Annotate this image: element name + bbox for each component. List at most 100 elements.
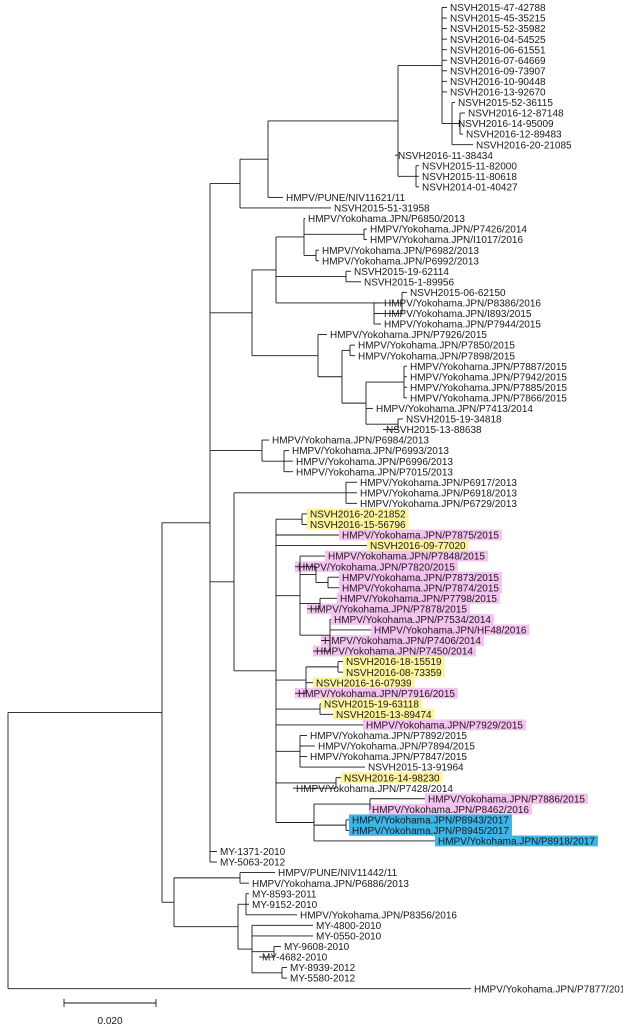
taxon-label: HMPV/Yokohama.JPN/P7898/2015	[358, 351, 515, 362]
taxon-label: HMPV/Yokohama.JPN/P7406/2014	[324, 636, 481, 647]
taxon-label: NSVH2015-1-89956	[364, 277, 454, 288]
taxon-label: HMPV/Yokohama.JPN/I893/2015	[384, 309, 532, 320]
taxon-highlight-pink	[339, 529, 502, 541]
taxon-label: MY-5580-2012	[290, 974, 356, 985]
taxon-label: HMPV/Yokohama.JPN/P8462/2016	[372, 805, 529, 816]
taxon-label: NSVH2016-15-56796	[310, 520, 406, 531]
taxon-label: NSVH2016-12-87148	[468, 109, 564, 120]
taxon-highlight-pink	[295, 687, 458, 699]
taxon-label: NSVH2015-19-34818	[406, 415, 502, 426]
taxon-label: HMPV/Yokohama.JPN/P8945/2017	[352, 826, 509, 837]
taxon-label: NSVH2016-09-73907	[450, 66, 546, 77]
taxon-label: MY-0550-2010	[316, 932, 382, 943]
taxon-label: NSVH2016-11-38434	[398, 151, 493, 162]
taxon-label: HMPV/Yokohama.JPN/P7878/2015	[310, 604, 467, 615]
scale-bar: 0.020	[63, 999, 157, 1027]
taxon-label: NSVH2016-10-90448	[450, 77, 546, 88]
scale-bar-label: 0.020	[97, 1016, 122, 1027]
taxon-label: NSVH2016-06-61551	[450, 45, 546, 56]
taxon-label: NSVH2016-20-21852	[310, 510, 406, 521]
taxon-label: NSVH2015-13-89474	[336, 710, 432, 721]
taxon-label: NSVH2015-06-62150	[410, 288, 506, 299]
taxon-highlight-yellow	[341, 772, 443, 784]
taxon-highlight-yellow	[343, 656, 445, 667]
taxon-label: HMPV/Yokohama.JPN/P6982/2013	[322, 246, 479, 257]
taxon-highlight-pink	[363, 719, 526, 731]
taxon-highlight-yellow	[343, 666, 445, 678]
taxon-label: NSVH2015-47-42788	[450, 3, 546, 14]
taxon-label: HMPV/Yokohama.JPN/P6850/2013	[308, 214, 465, 225]
taxon-highlight-pink	[425, 793, 588, 805]
taxon-label: HMPV/Yokohama.JPN/P6984/2013	[272, 436, 429, 447]
taxon-label: HMPV/Yokohama.JPN/P7850/2015	[358, 341, 515, 352]
taxon-label: HMPV/Yokohama.JPN/P7450/2014	[316, 647, 473, 658]
taxon-label: NSVH2015-19-62114	[354, 267, 449, 278]
taxon-label: MY-4800-2010	[316, 921, 382, 932]
taxon-label: HMPV/Yokohama.JPN/HF48/2016	[374, 626, 527, 637]
label-layer: NSVH2015-47-42788NSVH2015-45-35215NSVH20…	[220, 3, 623, 995]
taxon-label: HMPV/Yokohama.JPN/P6729/2013	[360, 499, 517, 510]
taxon-label: NSVH2016-07-64669	[450, 56, 546, 67]
taxon-label: NSVH2015-19-63118	[324, 699, 419, 710]
taxon-label: HMPV/Yokohama.JPN/P7873/2015	[342, 573, 499, 584]
taxon-label: NSVH2015-11-82000	[422, 161, 517, 172]
taxon-label: HMPV/Yokohama.JPN/P7875/2015	[342, 531, 499, 542]
taxon-highlight-pink	[325, 550, 488, 562]
taxon-label: HMPV/Yokohama.JPN/P7820/2015	[298, 562, 455, 573]
taxon-highlight-yellow	[307, 519, 409, 530]
taxon-highlight-pink	[337, 592, 500, 604]
taxon-highlight-pink	[369, 803, 532, 815]
taxon-label: HMPV/Yokohama.JPN/P7892/2015	[310, 731, 467, 742]
taxon-label: HMPV/Yokohama.JPN/P7916/2015	[298, 689, 455, 700]
taxon-label: HMPV/Yokohama.JPN/P7798/2015	[340, 594, 497, 605]
taxon-label: NSVH2016-14-95009	[458, 119, 554, 130]
taxon-label: MY-4682-2010	[262, 953, 328, 964]
taxon-label: NSVH2015-13-88638	[386, 425, 482, 436]
taxon-label: HMPV/Yokohama.JPN/P7877/2015	[474, 984, 623, 995]
taxon-label: HMPV/Yokohama.JPN/P7894/2015	[318, 742, 475, 753]
taxon-label: NSVH2016-18-15519	[346, 657, 442, 668]
taxon-label: HMPV/Yokohama.JPN/P7866/2015	[410, 393, 567, 404]
taxon-label: HMPV/Yokohama.JPN/P7942/2015	[410, 372, 567, 383]
taxon-label: NSVH2015-11-80618	[422, 172, 517, 183]
taxon-label: NSVH2016-04-54525	[450, 35, 546, 46]
taxon-label: HMPV/Yokohama.JPN/P6992/2013	[322, 256, 479, 267]
taxon-highlight-yellow	[367, 540, 469, 551]
taxon-label: HMPV/Yokohama.JPN/P8386/2016	[384, 299, 541, 310]
taxon-highlight-pink	[331, 614, 494, 625]
taxon-label: NSVH2015-52-35982	[450, 24, 546, 35]
taxon-label: HMPV/Yokohama.JPN/P6918/2013	[360, 488, 517, 499]
taxon-label: NSVH2015-51-31958	[334, 204, 430, 215]
taxon-label: NSVH2015-13-91964	[368, 763, 464, 774]
taxon-highlight-pink	[371, 624, 530, 636]
taxon-highlight-pink	[339, 582, 502, 594]
taxon-label: MY-1371-2010	[220, 847, 286, 858]
taxon-label: MY-8593-2011	[252, 889, 317, 900]
taxon-highlight-pink	[321, 635, 484, 646]
taxon-label: HMPV/Yokohama.JPN/P7926/2015	[330, 330, 487, 341]
taxon-label: NSVH2016-08-73359	[346, 668, 442, 679]
taxon-highlight-yellow	[321, 698, 422, 710]
taxon-label: NSVH2015-52-36115	[458, 98, 553, 109]
taxon-label: MY-9608-2010	[284, 942, 350, 953]
taxon-label: HMPV/Yokohama.JPN/P7874/2015	[342, 583, 499, 594]
highlight-layer	[295, 508, 598, 847]
taxon-highlight-pink	[339, 571, 502, 583]
taxon-label: HMPV/Yokohama.JPN/P7929/2015	[366, 721, 523, 732]
taxon-highlight-yellow	[307, 508, 409, 520]
taxon-highlight-pink	[295, 561, 458, 573]
taxon-label: MY-9152-2010	[252, 900, 318, 911]
taxon-label: NSVH2016-13-92670	[450, 88, 546, 99]
taxon-label: MY-5063-2012	[220, 858, 286, 869]
taxon-label: NSVH2014-01-40427	[422, 182, 518, 193]
taxon-label: NSVH2016-16-07939	[316, 678, 412, 689]
taxon-label: NSVH2016-12-89483	[466, 130, 562, 141]
taxon-highlight-yellow	[333, 708, 435, 720]
taxon-label: HMPV/Yokohama.JPN/P6996/2013	[296, 457, 453, 468]
taxon-label: HMPV/Yokohama.JPN/P7015/2013	[296, 467, 453, 478]
taxon-highlight-pink	[313, 645, 476, 657]
taxon-highlight-yellow	[313, 677, 415, 689]
taxon-highlight-pink	[307, 603, 470, 615]
taxon-highlight-blue	[435, 835, 598, 847]
